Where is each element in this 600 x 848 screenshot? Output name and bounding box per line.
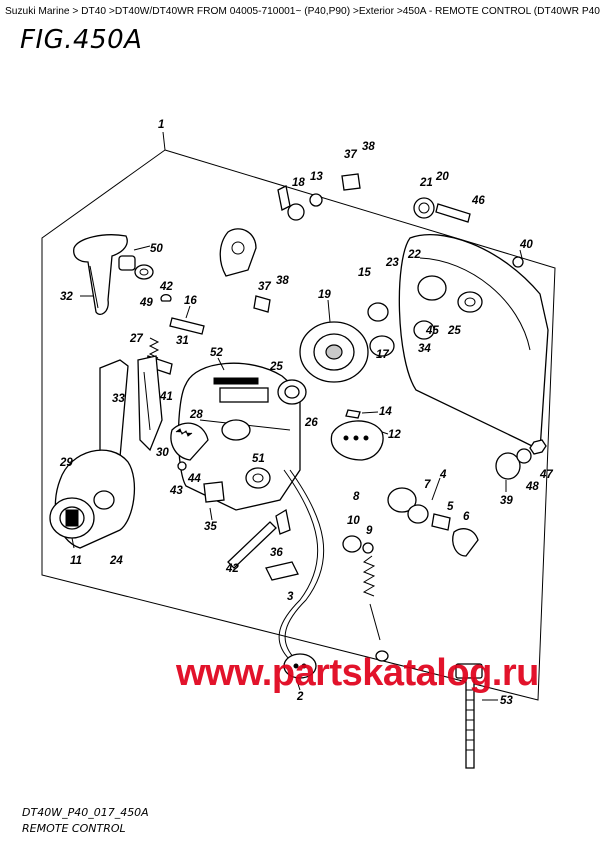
callout-34[interactable]: 34: [418, 343, 431, 355]
control-handle-part: [49, 449, 136, 549]
callout-8[interactable]: 8: [353, 491, 360, 503]
rotor-assembly-part: [277, 302, 395, 405]
clamp-part-36: [275, 508, 291, 535]
callout-33[interactable]: 33: [112, 393, 125, 405]
switch-part: [330, 420, 384, 461]
callout-16[interactable]: 16: [184, 295, 197, 307]
callout-25-left[interactable]: 25: [269, 361, 283, 373]
callout-40[interactable]: 40: [519, 239, 533, 251]
callout-29[interactable]: 29: [59, 457, 73, 469]
pin-part-46: [435, 203, 471, 223]
callout-11[interactable]: 11: [70, 555, 82, 567]
callout-53[interactable]: 53: [500, 695, 513, 707]
callout-1[interactable]: 1: [158, 119, 164, 131]
key-switch-part: [387, 487, 479, 557]
callout-49[interactable]: 49: [139, 297, 153, 309]
callout-20[interactable]: 20: [435, 171, 449, 183]
callout-37-mid[interactable]: 37: [258, 281, 271, 293]
callout-42-bottom[interactable]: 42: [225, 563, 239, 575]
callout-35[interactable]: 35: [204, 521, 217, 533]
callout-23[interactable]: 23: [385, 257, 399, 269]
pin-part-16: [169, 317, 205, 335]
callout-2[interactable]: 2: [296, 691, 304, 703]
callout-30[interactable]: 30: [156, 447, 169, 459]
callout-13[interactable]: 13: [310, 171, 323, 183]
callout-24[interactable]: 24: [109, 555, 123, 567]
callout-47[interactable]: 47: [539, 469, 553, 481]
callout-27[interactable]: 27: [129, 333, 143, 345]
callout-44[interactable]: 44: [187, 473, 201, 485]
callout-22[interactable]: 22: [407, 249, 421, 261]
main-housing-part: [177, 362, 301, 511]
callout-3[interactable]: 3: [287, 591, 294, 603]
callout-17[interactable]: 17: [376, 349, 389, 361]
callout-38-top[interactable]: 38: [362, 141, 375, 153]
breadcrumb[interactable]: Suzuki Marine > DT40 >DT40W/DT40WR FROM …: [5, 6, 600, 17]
screw-part-43: [177, 461, 187, 471]
callout-48[interactable]: 48: [525, 481, 539, 493]
callout-46[interactable]: 46: [471, 195, 485, 207]
callout-43[interactable]: 43: [169, 485, 183, 497]
callout-9[interactable]: 9: [366, 525, 373, 537]
figure-caption: REMOTE CONTROL: [22, 822, 126, 835]
plate-part: [265, 561, 299, 581]
callout-36[interactable]: 36: [270, 547, 283, 559]
nut-part-47: [529, 439, 547, 455]
seal-ring-part: [413, 197, 435, 219]
callout-41[interactable]: 41: [159, 391, 173, 403]
callout-32[interactable]: 32: [60, 291, 73, 303]
callout-21[interactable]: 21: [419, 177, 433, 189]
grommet-part-39: [495, 452, 521, 480]
callout-19[interactable]: 19: [318, 289, 331, 301]
spring-part-27: [148, 337, 160, 359]
callout-31[interactable]: 31: [176, 335, 189, 347]
clip-part-42: [160, 293, 172, 302]
handle-grip-part: [73, 234, 128, 315]
wire-harness-part: [278, 469, 325, 679]
callout-51[interactable]: 51: [252, 453, 265, 465]
callout-38-mid[interactable]: 38: [276, 275, 289, 287]
figure-code: DT40W_P40_017_450A: [22, 806, 149, 819]
callout-28[interactable]: 28: [189, 409, 203, 421]
washer-part-49: [134, 264, 154, 280]
callout-4[interactable]: 4: [439, 469, 447, 481]
callout-50[interactable]: 50: [150, 243, 163, 255]
callout-14[interactable]: 14: [379, 406, 392, 418]
washer-part-48: [516, 448, 532, 464]
lanyard-part: [342, 535, 389, 662]
callout-12[interactable]: 12: [388, 429, 401, 441]
callout-6[interactable]: 6: [463, 511, 470, 523]
callout-37-top[interactable]: 37: [344, 149, 357, 161]
callout-25-right[interactable]: 25: [447, 325, 461, 337]
upper-bracket-part: [219, 173, 361, 313]
callout-39[interactable]: 39: [500, 495, 513, 507]
long-bolt-part: [227, 521, 277, 569]
watermark: www.partskatalog.ru: [176, 652, 539, 694]
cover-clip-part: [118, 255, 136, 271]
callout-7[interactable]: 7: [424, 479, 431, 491]
callout-5[interactable]: 5: [447, 501, 454, 513]
callout-10[interactable]: 10: [347, 515, 360, 527]
figure-title: FIG.450A: [20, 25, 143, 55]
cable-tie-part: [455, 663, 483, 769]
assembly-frame: [41, 149, 556, 701]
callout-26[interactable]: 26: [304, 417, 318, 429]
screw-part-14: [345, 409, 361, 419]
gear-sector-part: [170, 422, 209, 461]
bracket-part-35: [203, 481, 225, 503]
callout-15[interactable]: 15: [358, 267, 371, 279]
callout-52[interactable]: 52: [210, 347, 223, 359]
callout-45[interactable]: 45: [425, 325, 439, 337]
callout-18[interactable]: 18: [292, 177, 305, 189]
callout-group: 1 2 3 4 5 6 7 8 9 10 11 12 13 14 15 16 1…: [59, 119, 553, 707]
callout-42-top[interactable]: 42: [159, 281, 173, 293]
